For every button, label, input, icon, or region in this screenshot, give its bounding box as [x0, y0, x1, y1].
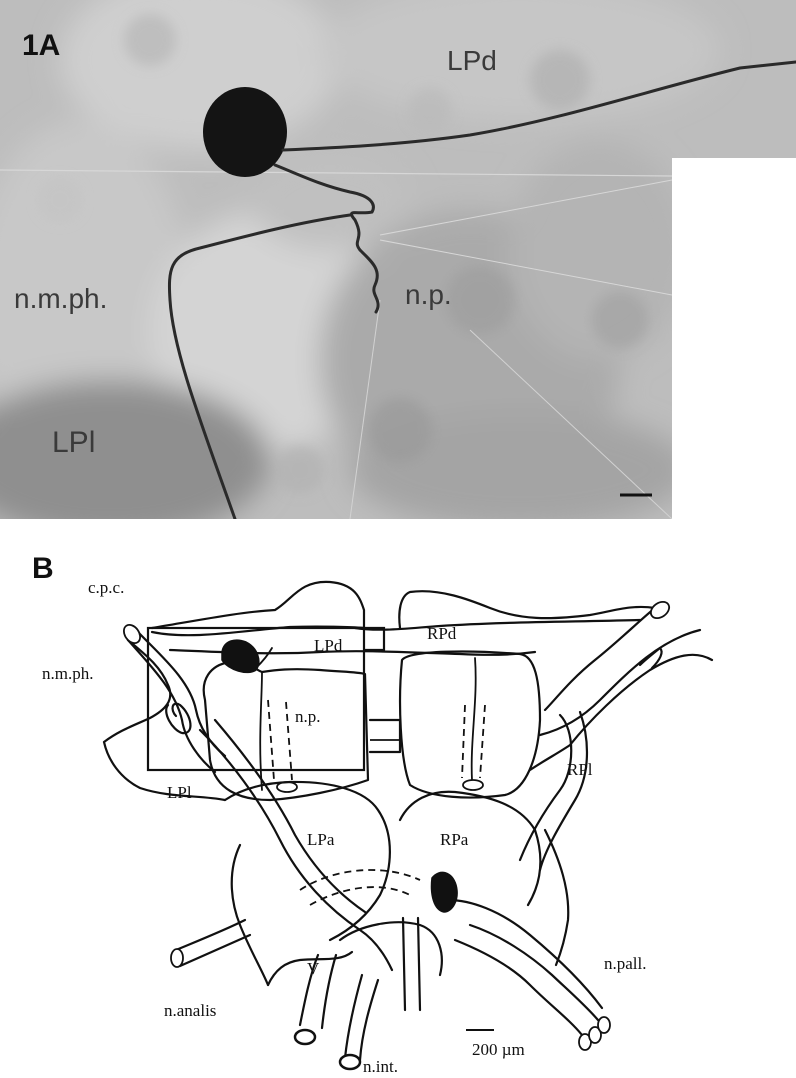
nerve-nmph — [128, 640, 215, 772]
nerve-stub-int — [340, 1055, 360, 1069]
label-nmph-photo: n.m.ph. — [14, 283, 107, 314]
nerve-pall — [455, 940, 582, 1035]
nerve-vertical — [403, 918, 420, 1010]
label-cpc: c.p.c. — [88, 578, 124, 597]
panel-a-label: 1A — [22, 29, 60, 62]
commissure — [370, 720, 400, 752]
nerve-analis — [176, 920, 250, 966]
nerve-stub-pall — [598, 1017, 610, 1033]
neuron-soma-drawing-lower — [432, 872, 458, 912]
neuron-soma — [203, 87, 287, 177]
nerve-stub — [463, 780, 483, 790]
dashed-nerve — [480, 705, 485, 778]
nerve-stub-analis — [171, 949, 183, 967]
label-np: n.p. — [295, 707, 321, 726]
np-vertical-line — [260, 672, 262, 790]
dashed-nerve — [462, 705, 465, 778]
label-rpl: RPl — [567, 760, 593, 779]
label-npall: n.pall. — [604, 954, 647, 973]
ganglion-np-outline — [204, 662, 368, 800]
ganglion-lpa-left — [232, 845, 268, 985]
nerve-stub-rpd — [648, 599, 672, 622]
np-vertical-line — [472, 658, 476, 780]
schematic-panel-b: B — [32, 552, 712, 1076]
micrograph-panel-a: 1A LPd n.m.ph. n.p. LPl — [0, 0, 796, 540]
dashed-nerve — [268, 700, 274, 780]
label-nint: n.int. — [363, 1057, 398, 1076]
label-np-photo: n.p. — [405, 279, 452, 310]
nerve-rpl-lower — [520, 715, 571, 860]
nerve-stub-cpc — [121, 622, 144, 646]
label-lpd-photo: LPd — [447, 45, 497, 76]
ganglion-rpa-outline — [400, 792, 540, 905]
label-nmph: n.m.ph. — [42, 664, 93, 683]
nerve-stub-v — [295, 1030, 315, 1044]
label-v: V — [307, 959, 320, 978]
ganglion-lpa-outline — [225, 782, 390, 940]
nerve-dashed-arc — [300, 870, 420, 890]
nerve-int — [345, 975, 378, 1060]
nerve-rpl — [530, 608, 712, 770]
dashed-nerve — [286, 702, 292, 780]
ganglion-rpa-right — [545, 830, 568, 965]
connective-upper-b — [355, 620, 640, 630]
label-lpl: LPl — [167, 783, 192, 802]
label-nanalis: n.analis — [164, 1001, 216, 1020]
panel-b-label: B — [32, 552, 54, 585]
label-lpd: LPd — [314, 636, 343, 655]
inset-rectangle-notch — [364, 628, 384, 650]
tissue-texture — [0, 0, 720, 540]
nerve-central-b — [215, 720, 365, 912]
neuron-soma-drawing-upper — [222, 640, 259, 672]
ganglion-rp-block — [400, 652, 540, 798]
nerve-rpl-lower-b — [540, 712, 587, 870]
scale-bar-label: 200 µm — [472, 1040, 525, 1059]
label-lpl-photo: LPl — [52, 426, 95, 459]
label-rpd: RPd — [427, 624, 457, 643]
label-rpa: RPa — [440, 830, 469, 849]
label-lpa: LPa — [307, 830, 335, 849]
